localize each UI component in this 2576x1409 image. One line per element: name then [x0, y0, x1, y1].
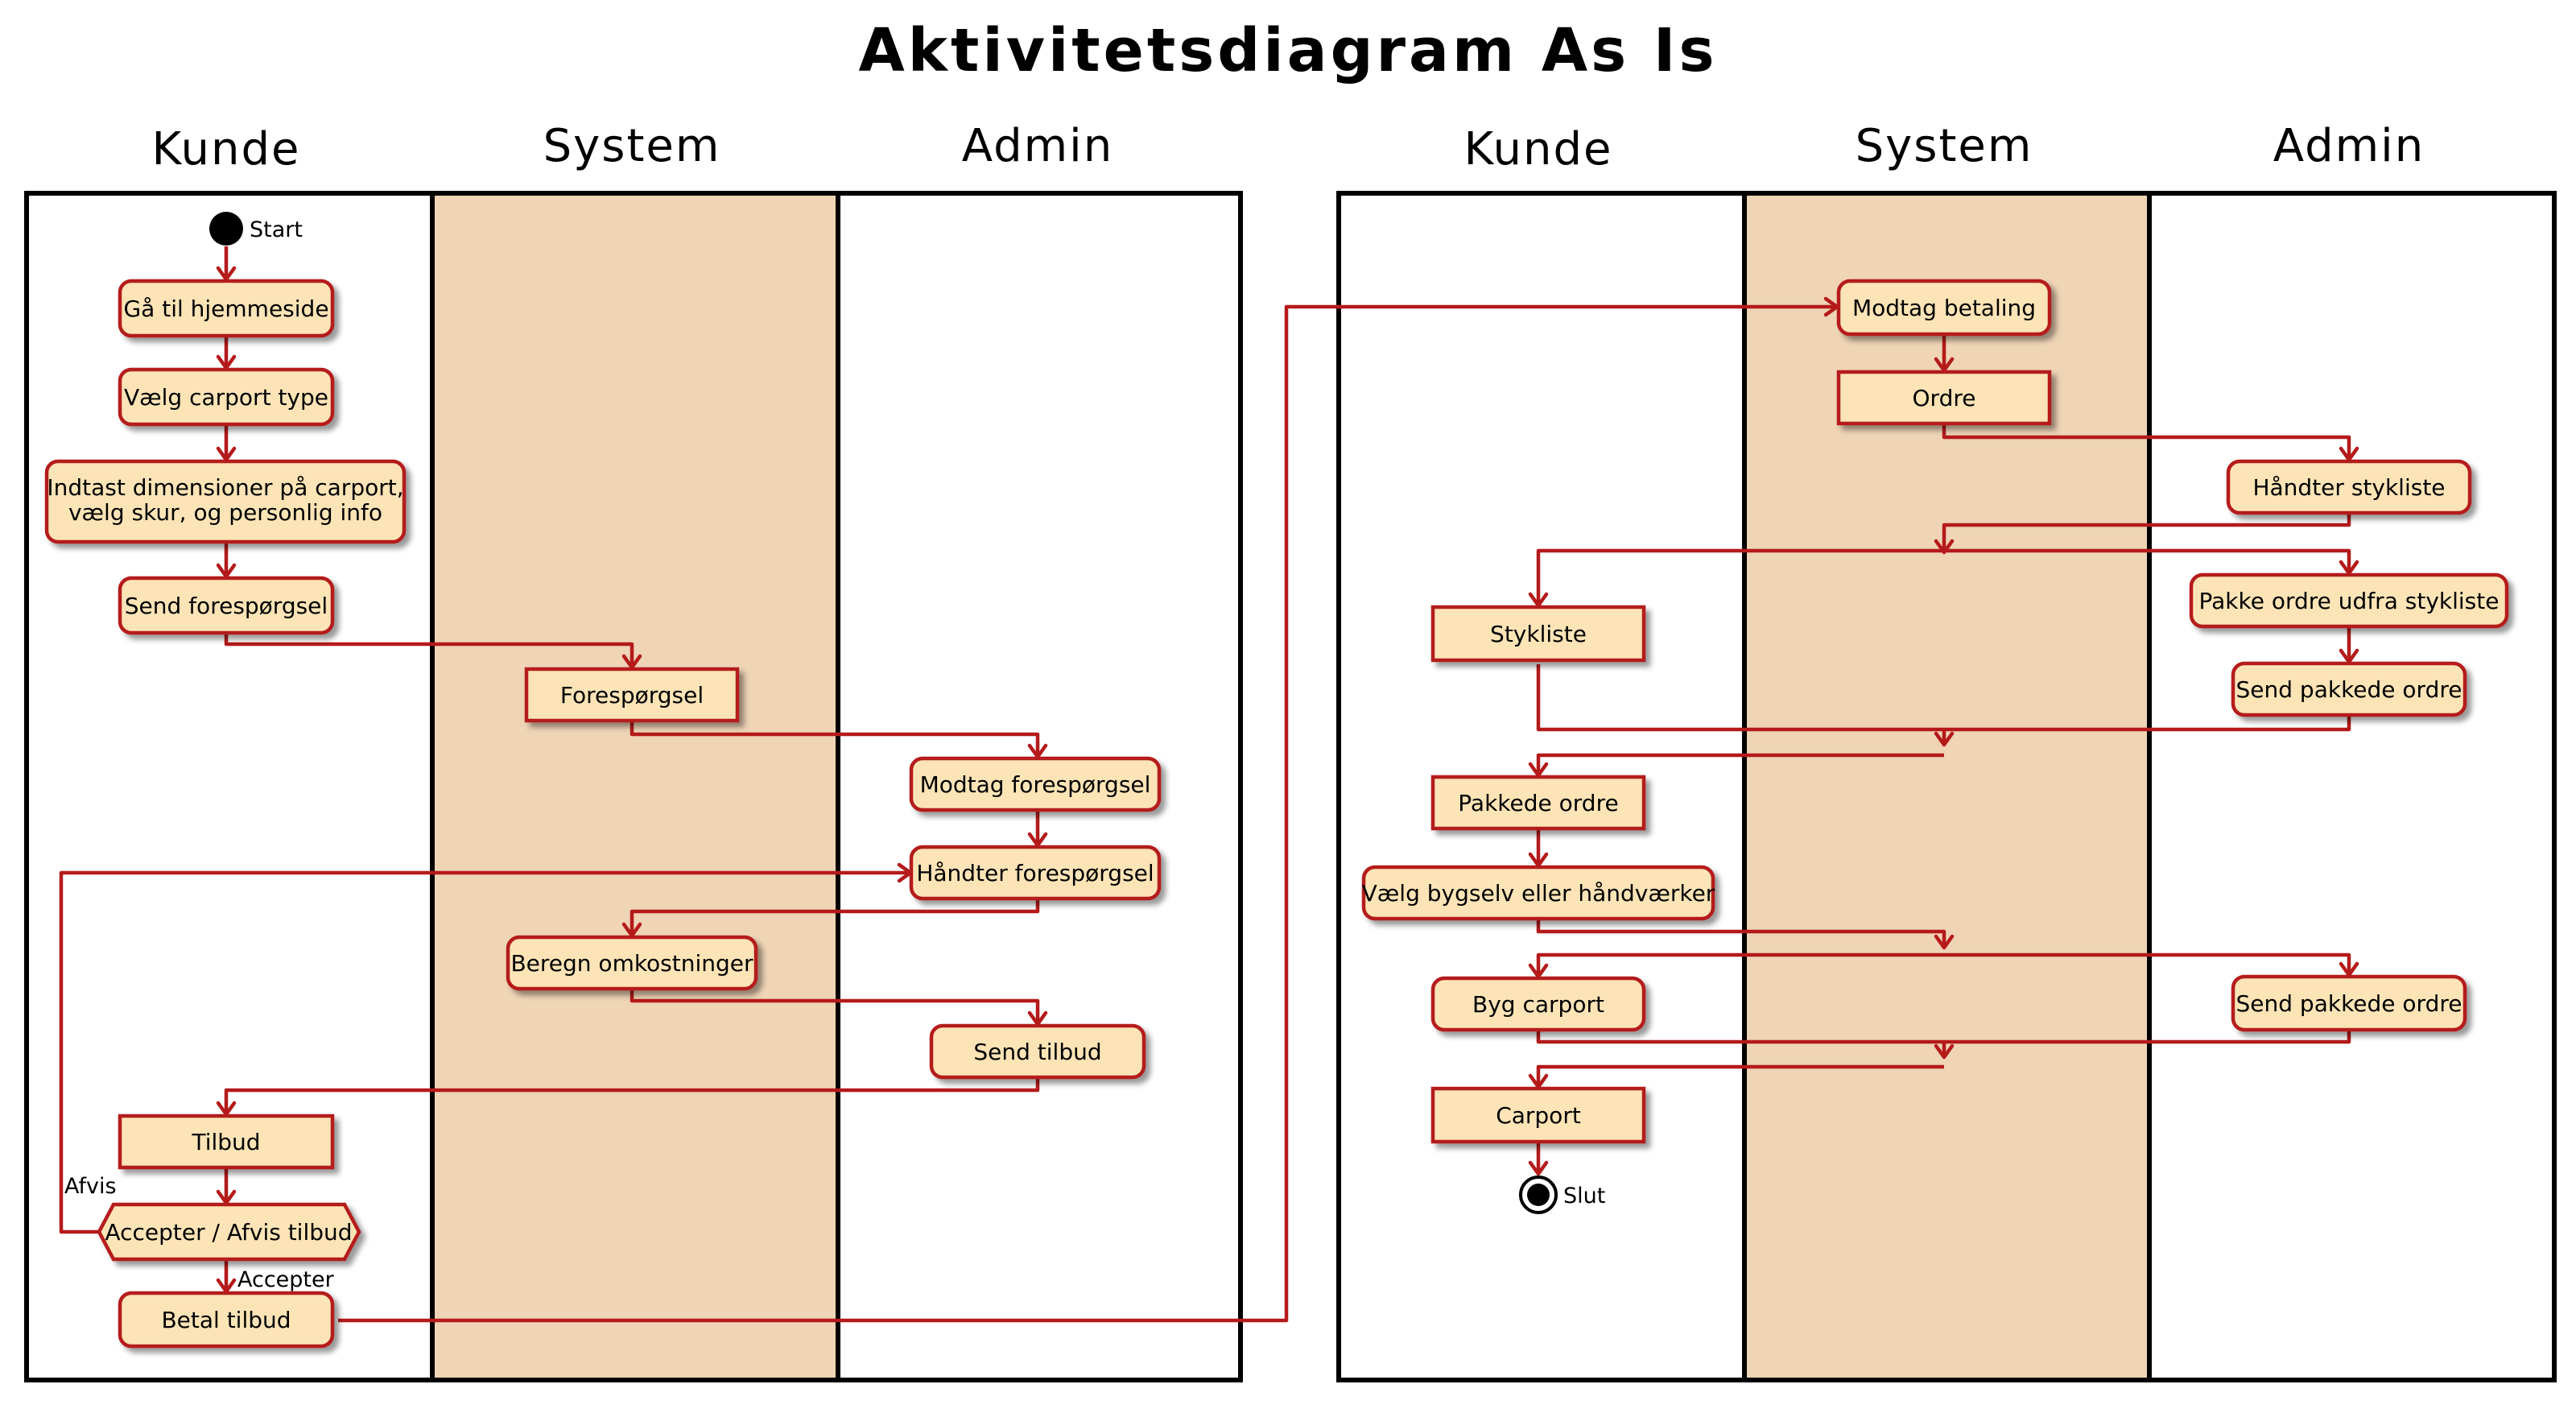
- flow-line: [59, 870, 910, 1234]
- decision-label: Accepter / Afvis tilbud: [105, 1219, 352, 1246]
- activity-send-forespoergsel: [118, 576, 335, 635]
- activity-send-pakkede-ordre-2-label: Send pakkede ordre: [2236, 990, 2462, 1017]
- object-forespoergsel-label: Forespørgsel: [560, 682, 704, 709]
- activity-beregn-omkostninger-label: Beregn omkostninger: [510, 950, 753, 977]
- activity-vaelg-carport-type: [118, 367, 335, 427]
- lane-header-system-left: System: [543, 120, 721, 172]
- activity-haandter-forespoergsel-label: Håndter forespørgsel: [916, 860, 1154, 886]
- activity-modtag-forespoergsel-label: Modtag forespørgsel: [920, 771, 1151, 798]
- flow-line: [1942, 424, 2351, 460]
- activity-pakke-ordre-label: Pakke ordre udfra stykliste: [2199, 588, 2500, 614]
- flow-line: [1942, 514, 2351, 552]
- object-carport-label: Carport: [1496, 1102, 1581, 1129]
- activity-modtag-betaling: [1836, 279, 2052, 337]
- object-ordre-label: Ordre: [1913, 385, 1976, 411]
- lane-header-admin-right: Admin: [2273, 120, 2425, 172]
- activity-pakke-ordre: [2189, 572, 2509, 629]
- decision-accepter-afvis: [97, 1202, 361, 1262]
- activity-send-pakkede-ordre: [2231, 661, 2467, 717]
- flow-line: [630, 899, 1040, 936]
- activity-ga-til-hjemmeside-label: Gå til hjemmeside: [123, 295, 328, 322]
- lane-system-left-background: [432, 193, 838, 1380]
- activity-indtast-line-1: Indtast dimensioner på carport,: [47, 474, 403, 501]
- right-lane-frame: [1336, 191, 2557, 1382]
- flow-line: [1536, 1064, 1944, 1087]
- decision-reject-label: Afvis: [64, 1174, 117, 1199]
- decision-accept-label: Accepter: [237, 1267, 335, 1292]
- object-tilbud: [118, 1114, 335, 1170]
- object-forespoergsel: [524, 667, 740, 723]
- activity-send-tilbud-label: Send tilbud: [973, 1039, 1101, 1065]
- start-label: Start: [250, 217, 303, 242]
- flow-line: [224, 633, 634, 667]
- flow-line: [630, 721, 1040, 757]
- activity-indtast-line-2: vælg skur, og personlig info: [68, 499, 382, 526]
- lane-header-kunde-left: Kunde: [152, 123, 301, 176]
- activity-send-pakkede-ordre-label: Send pakkede ordre: [2236, 676, 2462, 703]
- activity-haandter-stykliste-label: Håndter stykliste: [2252, 474, 2445, 501]
- activity-beregn-omkostninger: [506, 935, 758, 991]
- arrow-head: [1934, 539, 1955, 555]
- activity-betal-tilbud-label: Betal tilbud: [161, 1307, 291, 1333]
- swimlanes: [24, 191, 2557, 1382]
- activity-send-forespoergsel-label: Send forespørgsel: [125, 593, 328, 619]
- activity-byg-carport-label: Byg carport: [1472, 991, 1604, 1018]
- activity-byg-carport: [1430, 976, 1646, 1032]
- flow-line: [1536, 952, 2351, 977]
- activity-vaelg-carport-type-label: Vælg carport type: [124, 384, 328, 411]
- activity-ga-til-hjemmeside: [118, 279, 335, 338]
- end-label: Slut: [1563, 1184, 1605, 1209]
- lane-header-system-right: System: [1856, 120, 2033, 172]
- object-carport: [1430, 1086, 1646, 1144]
- object-tilbud-label: Tilbud: [191, 1129, 260, 1155]
- arrow-head: [1934, 731, 1955, 747]
- arrow-head: [1934, 934, 1955, 950]
- end-node: [1519, 1176, 1558, 1214]
- object-pakkede-ordre-label: Pakkede ordre: [1458, 790, 1618, 816]
- lane-header-kunde-right: Kunde: [1464, 123, 1613, 176]
- object-stykliste: [1430, 605, 1646, 663]
- activity-modtag-betaling-label: Modtag betaling: [1852, 295, 2036, 321]
- arrow-head: [1934, 1043, 1955, 1060]
- activity-vaelg-bygselv: [1361, 865, 1715, 921]
- flow-lines: [59, 246, 2351, 1323]
- object-ordre: [1836, 370, 2052, 426]
- object-stykliste-label: Stykliste: [1490, 621, 1587, 647]
- object-pakkede-ordre: [1430, 775, 1646, 831]
- flow-line: [224, 1078, 1040, 1114]
- flow-line: [630, 990, 1040, 1024]
- lane-header-admin-left: Admin: [962, 120, 1113, 172]
- diagram-title: Aktivitetsdiagram As Is: [858, 16, 1717, 85]
- left-lane-frame: [24, 191, 1243, 1382]
- activity-send-pakkede-ordre-2: [2231, 974, 2467, 1032]
- activity-modtag-forespoergsel: [909, 756, 1162, 812]
- flow-line: [338, 304, 1837, 1323]
- flow-line: [1536, 753, 1944, 775]
- start-node: [209, 212, 243, 246]
- activity-indtast-dimensioner: [44, 459, 407, 544]
- arrow-head: [1528, 1160, 1549, 1176]
- flow-line: [1536, 918, 1946, 948]
- activity-betal-tilbud: [118, 1291, 335, 1349]
- activity-haandter-forespoergsel: [909, 845, 1162, 901]
- activity-haandter-stykliste: [2226, 459, 2472, 515]
- activity-vaelg-bygselv-label: Vælg bygselv eller håndværker: [1362, 880, 1715, 907]
- activity-send-tilbud: [929, 1023, 1146, 1080]
